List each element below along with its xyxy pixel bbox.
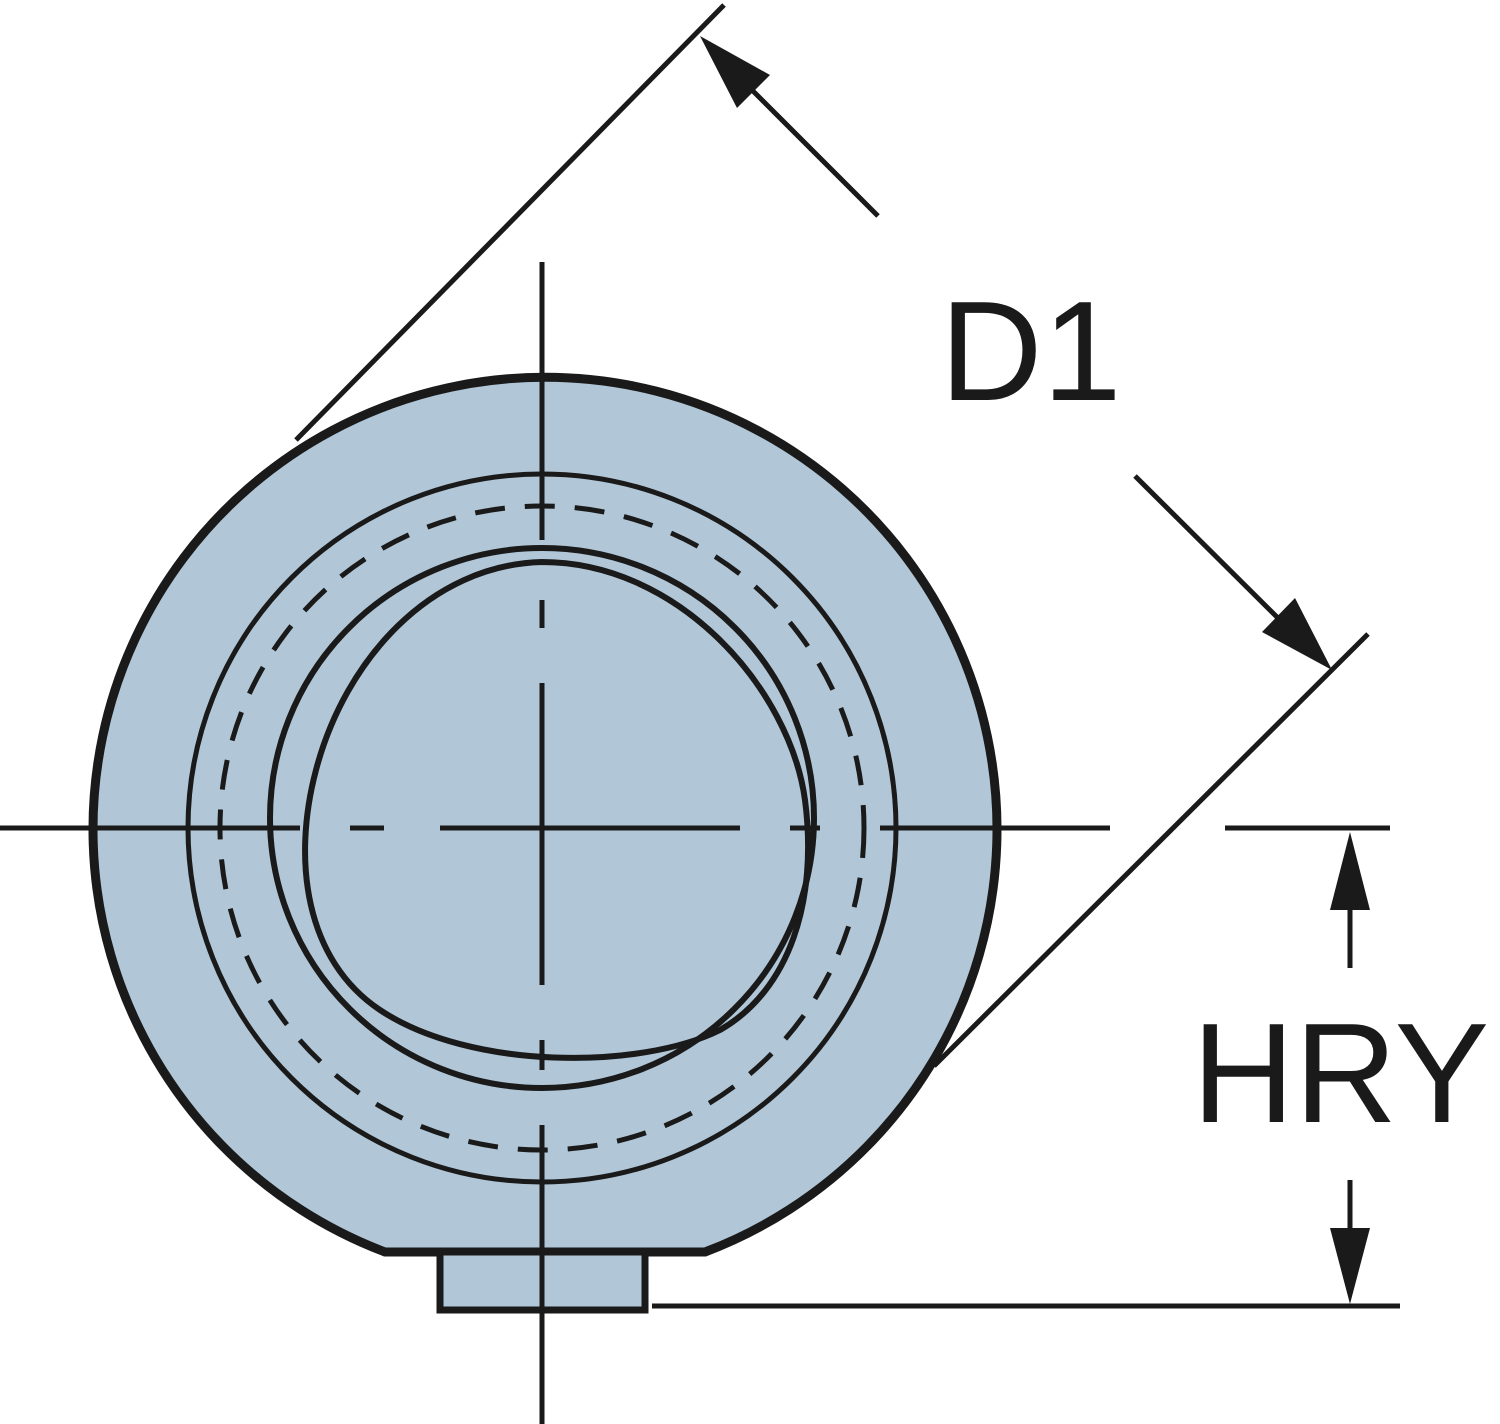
d1-extension-line-lower [932, 632, 1370, 1068]
hry-label: HRY [1192, 994, 1489, 1153]
d1-label: D1 [940, 272, 1122, 431]
d1-extension-line-upper [294, 3, 726, 442]
d1-arrow-line-upper [738, 76, 880, 218]
bore-circle [267, 545, 817, 1091]
hry-arrowhead-top [1330, 832, 1370, 910]
d1-arrowhead-upper [700, 36, 770, 108]
polygon-profile [302, 558, 812, 1061]
d1-arrowhead-lower [1262, 598, 1332, 670]
hry-arrowhead-bottom [1330, 1228, 1370, 1304]
d1-arrow-line-lower [1133, 474, 1292, 632]
